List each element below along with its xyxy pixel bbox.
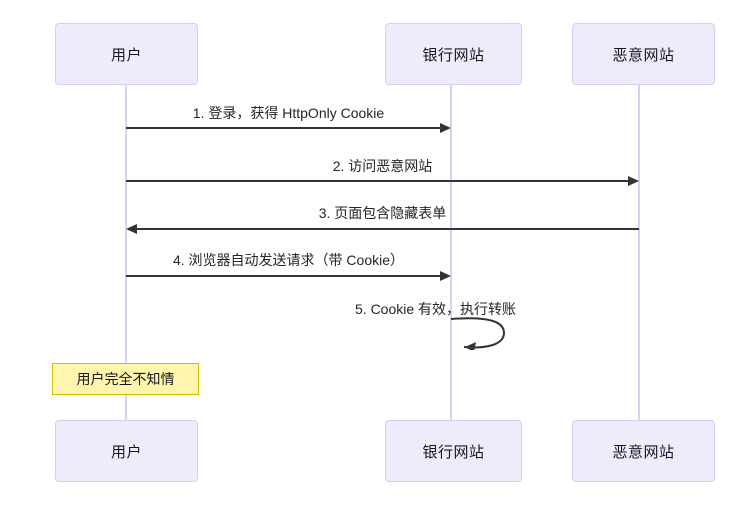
lifeline-bank [450,85,452,425]
participant-bank-bottom[interactable]: 银行网站 [385,420,522,482]
participant-evil-top[interactable]: 恶意网站 [572,23,715,85]
note-user-unaware-label: 用户完全不知情 [76,371,175,387]
message-3-label: 3. 页面包含隐藏表单 [318,205,447,221]
message-1-label: 1. 登录，获得 HttpOnly Cookie [192,105,385,121]
message-2-arrowhead-icon [628,176,639,186]
message-5-label: 5. Cookie 有效，执行转账 [355,301,517,317]
participant-bank-top[interactable]: 银行网站 [385,23,522,85]
lifeline-user [125,85,127,425]
note-user-unaware: 用户完全不知情 [52,363,199,395]
participant-evil-top-label: 恶意网站 [612,46,675,64]
participant-evil-bottom[interactable]: 恶意网站 [572,420,715,482]
message-4-arrowhead-icon [440,271,451,281]
participant-bank-bottom-label: 银行网站 [422,443,485,461]
participant-user-top[interactable]: 用户 [55,23,198,85]
message-3-arrowhead-icon [126,224,137,234]
participant-evil-bottom-label: 恶意网站 [612,443,675,461]
participant-user-bottom-label: 用户 [110,443,142,461]
message-5-selfloop-icon [450,317,506,350]
message-4-label: 4. 浏览器自动发送请求（带 Cookie） [172,252,405,268]
message-1-arrowhead-icon [440,123,451,133]
participant-user-bottom[interactable]: 用户 [55,420,198,482]
lifeline-evil [638,85,640,425]
message-2-line [126,180,628,182]
message-4-line [126,275,440,277]
participant-user-top-label: 用户 [110,46,142,64]
participant-bank-top-label: 银行网站 [422,46,485,64]
message-1-line [126,127,440,129]
message-2-label: 2. 访问恶意网站 [332,158,433,174]
message-3-line [137,228,639,230]
